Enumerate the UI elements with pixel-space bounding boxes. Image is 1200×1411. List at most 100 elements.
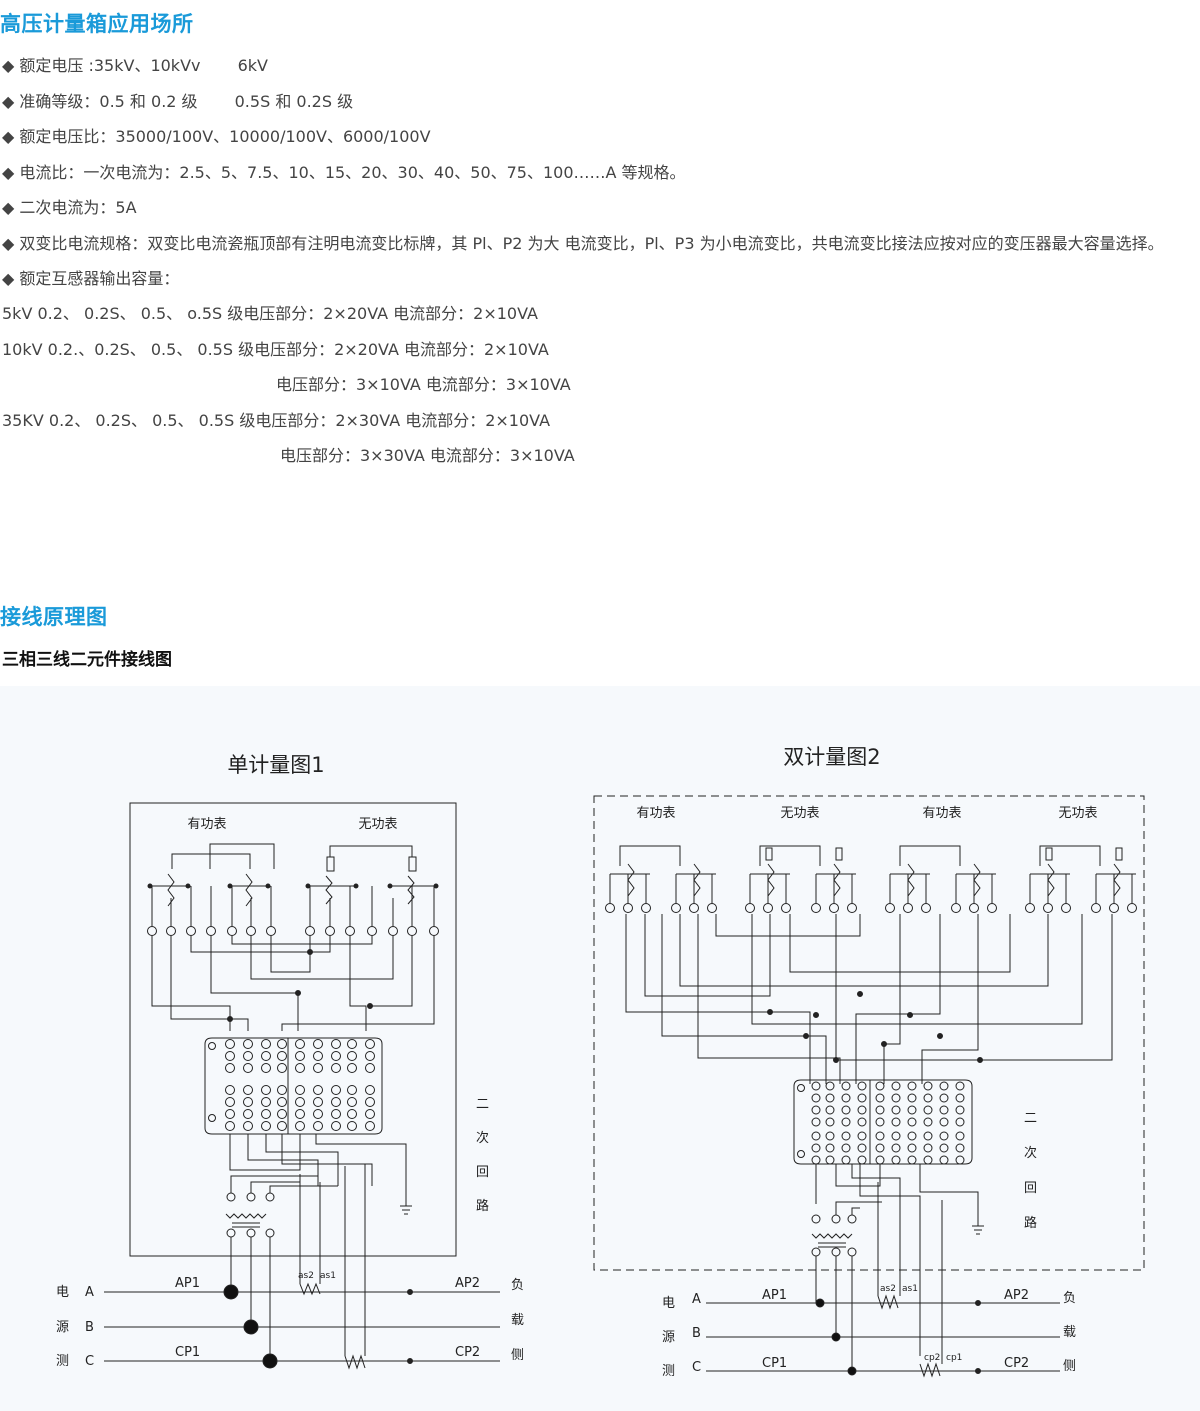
spec-10kv: 10kV 0.2.、0.2S、 0.5、 0.5S 级电压部分：2×20VA 电… [2, 339, 549, 359]
diagram-double-metering: 双计量图2 有功表 无功表 有功表 无功表 [593, 745, 1145, 1379]
diagram2-source-2: 源 [662, 1330, 675, 1345]
diagram2-secondary-4: 路 [1024, 1215, 1037, 1231]
terminal-hole [347, 1121, 357, 1131]
spec-list: ◆ 额定电压 :35kV、10kVv 6kV ◆ 准确等级：0.5 和 0.2 … [2, 54, 1198, 480]
terminal-hole [907, 1081, 917, 1091]
terminal-hole [923, 1093, 933, 1103]
terminal-hole [243, 1051, 253, 1061]
terminal-hole [313, 1063, 323, 1073]
diagram2-cp2: CP2 [1004, 1356, 1029, 1371]
terminal-hole [955, 1155, 965, 1165]
diagram1-bus-wiring [151, 936, 435, 1031]
terminal-hole [939, 1093, 949, 1103]
spec-dual-ratio: ◆ 双变比电流规格：双变比电流瓷瓶顶部有注明电流变比标牌，其 Pl、P2 为大 … [2, 233, 1164, 253]
terminal-hole [891, 1081, 901, 1091]
terminal-hole [857, 1155, 867, 1165]
terminal-hole [347, 1051, 357, 1061]
terminal-hole [261, 1063, 271, 1073]
diagram1-secondary-1: 二 [476, 1097, 489, 1112]
terminal-hole [825, 1143, 835, 1153]
spec-rated-voltage: ◆ 额定电压 :35kV、10kVv 6kV [2, 56, 268, 75]
terminal-hole [923, 1117, 933, 1127]
terminal-hole [939, 1117, 949, 1127]
meter-voltage-loop [619, 845, 681, 866]
diagram1-secondary-4: 路 [476, 1198, 489, 1214]
terminal-hole [225, 1097, 235, 1107]
terminal-hole [347, 1085, 357, 1095]
terminal-hole [907, 1131, 917, 1141]
terminal-hole [365, 1051, 375, 1061]
terminal-hole [891, 1143, 901, 1153]
diagram1-terminal-row [147, 886, 439, 936]
terminal-hole [331, 1085, 341, 1095]
diagram1-phase-c: C [85, 1354, 94, 1369]
diagram1-meter-left-coils [147, 843, 275, 907]
diagram1-phase-a: A [85, 1285, 94, 1300]
diagram1-title: 单计量图1 [227, 753, 324, 777]
terminal-hole [825, 1117, 835, 1127]
meter-terminal [847, 903, 857, 913]
diagram1-phase-lines [104, 1164, 500, 1370]
terminal-hole [891, 1105, 901, 1115]
terminal-hole [261, 1109, 271, 1119]
terminal-hole [225, 1039, 235, 1049]
diagram2-secondary-3: 回 [1024, 1181, 1037, 1196]
diagram-single-metering: 单计量图1 有功表 无功表 [56, 753, 524, 1370]
terminal-hole [347, 1039, 357, 1049]
diagram2-ap2: AP2 [1004, 1288, 1029, 1303]
terminal-hole [243, 1121, 253, 1131]
terminal-hole [841, 1081, 851, 1091]
meter-terminal [641, 903, 651, 913]
terminal-hole [955, 1143, 965, 1153]
terminal-hole [295, 1121, 305, 1131]
terminal-hole [875, 1143, 885, 1153]
meter-terminal [707, 903, 717, 913]
terminal-hole [841, 1143, 851, 1153]
diagram2-phase-b: B [692, 1326, 701, 1341]
terminal-hole [277, 1063, 287, 1073]
terminal-hole [923, 1131, 933, 1141]
diagram2-load-3: 侧 [1063, 1359, 1076, 1374]
meter-terminal [903, 903, 913, 913]
diagram1-transformer [225, 1175, 338, 1238]
terminal-hole [243, 1085, 253, 1095]
terminal-hole [825, 1081, 835, 1091]
diagram1-load-2: 载 [511, 1313, 524, 1328]
diagram1-as2: as2 [298, 1271, 314, 1281]
terminal-hole [331, 1063, 341, 1073]
terminal-hole [907, 1155, 917, 1165]
terminal-hole [277, 1039, 287, 1049]
terminal-hole [243, 1063, 253, 1073]
meter-terminal [1127, 903, 1137, 913]
terminal-hole [331, 1051, 341, 1061]
terminal-hole [939, 1131, 949, 1141]
terminal-hole [841, 1131, 851, 1141]
meter-terminal [689, 903, 699, 913]
section-title-applications: 高压计量箱应用场所 [0, 12, 194, 36]
meter-terminal [1043, 903, 1053, 913]
meter-coil [956, 863, 996, 897]
terminal-hole [365, 1063, 375, 1073]
diagram1-source-1: 电 [56, 1285, 69, 1300]
terminal-hole [347, 1063, 357, 1073]
diagram1-source-3: 测 [56, 1354, 69, 1369]
terminal-hole [857, 1105, 867, 1115]
meter-resistor [1045, 847, 1123, 861]
terminal-hole [277, 1085, 287, 1095]
diagram1-cp1: CP1 [175, 1345, 200, 1360]
diagram1-meter-reactive: 无功表 [358, 817, 397, 832]
terminal-hole [225, 1109, 235, 1119]
terminal-hole [891, 1155, 901, 1165]
spec-output-capacity: ◆ 额定互感器输出容量： [2, 268, 180, 288]
terminal-hole [825, 1093, 835, 1103]
meter-terminal [745, 903, 755, 913]
terminal-hole [841, 1155, 851, 1165]
diagram2-terminal-block [793, 1079, 984, 1356]
terminal-hole [295, 1085, 305, 1095]
diagram2-labels: 二 次 回 路 电 源 测 A B C AP1 AP2 CP1 CP2 as2 … [662, 1111, 1076, 1379]
diagram2-meter-4: 无功表 [1058, 806, 1097, 821]
diagram2-title: 双计量图2 [783, 745, 880, 769]
terminal-hole [825, 1105, 835, 1115]
meter-voltage-loop [759, 845, 821, 866]
diagram1-load-3: 侧 [511, 1348, 524, 1363]
